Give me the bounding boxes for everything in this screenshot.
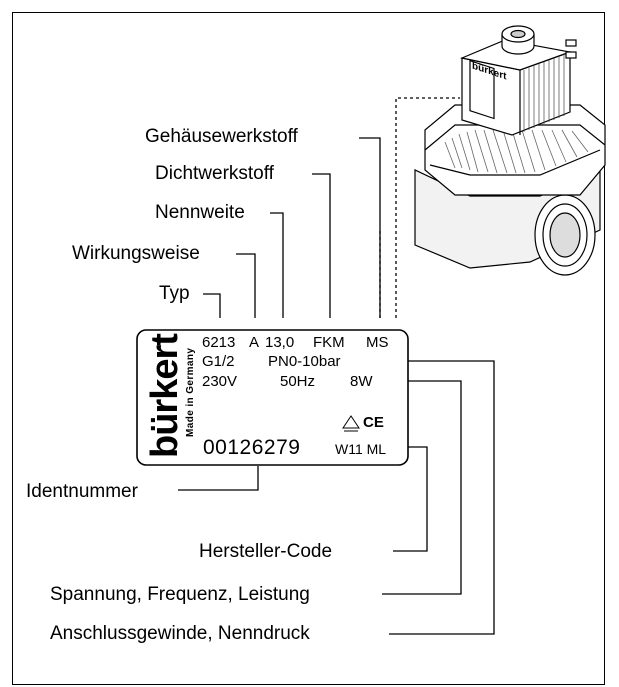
leader-hersteller-code — [393, 446, 428, 552]
plate-leistung: 8W — [350, 373, 373, 390]
label-gehaeusewerkstoff: Gehäusewerkstoff — [145, 126, 298, 147]
diagram-frame — [12, 12, 605, 685]
cert-mark-icon — [342, 415, 360, 432]
plate-druck: PN0-10bar — [268, 353, 341, 370]
leader-spannung — [382, 380, 462, 595]
plate-brand-logo: bürkert — [144, 334, 186, 458]
label-dichtwerkstoff: Dichtwerkstoff — [155, 163, 274, 184]
solenoid-valve-illustration — [414, 25, 606, 276]
leader-wirkungsweise — [236, 253, 256, 318]
leader-gehaeusewerkstoff — [359, 137, 381, 318]
dashed-link — [395, 97, 460, 318]
plate-brand-sub: Made in Germany — [185, 347, 196, 437]
label-wirkungsweise: Wirkungsweise — [72, 243, 200, 264]
leader-anschluss — [370, 360, 495, 635]
label-hersteller-code: Hersteller-Code — [199, 541, 333, 562]
leader-typ — [203, 293, 221, 318]
plate-nennweite: 13,0 — [265, 334, 295, 351]
type-plate — [136, 329, 409, 466]
plate-dicht: FKM — [313, 334, 345, 351]
plate-identnummer: 00126279 — [203, 436, 301, 459]
plate-wirkung: A — [249, 334, 260, 351]
plate-hersteller-code: W11 ML — [335, 441, 387, 457]
leader-dichtwerkstoff — [312, 173, 331, 318]
leader-identnummer — [178, 466, 259, 491]
plate-frequenz: 50Hz — [280, 373, 316, 390]
label-spannung: Spannung, Frequenz, Leistung — [50, 584, 310, 605]
plate-spannung: 230V — [202, 373, 238, 390]
plate-gehaeuse: MS — [366, 334, 389, 351]
label-nennweite: Nennweite — [155, 202, 245, 223]
label-typ: Typ — [159, 283, 190, 304]
plate-typ: 6213 — [202, 334, 236, 351]
label-identnummer: Identnummer — [26, 481, 138, 502]
label-anschluss: Anschlussgewinde, Nenndruck — [50, 623, 310, 644]
ce-mark: CE — [363, 414, 384, 431]
leader-nennweite — [270, 212, 284, 318]
plate-gewinde: G1/2 — [202, 353, 235, 370]
